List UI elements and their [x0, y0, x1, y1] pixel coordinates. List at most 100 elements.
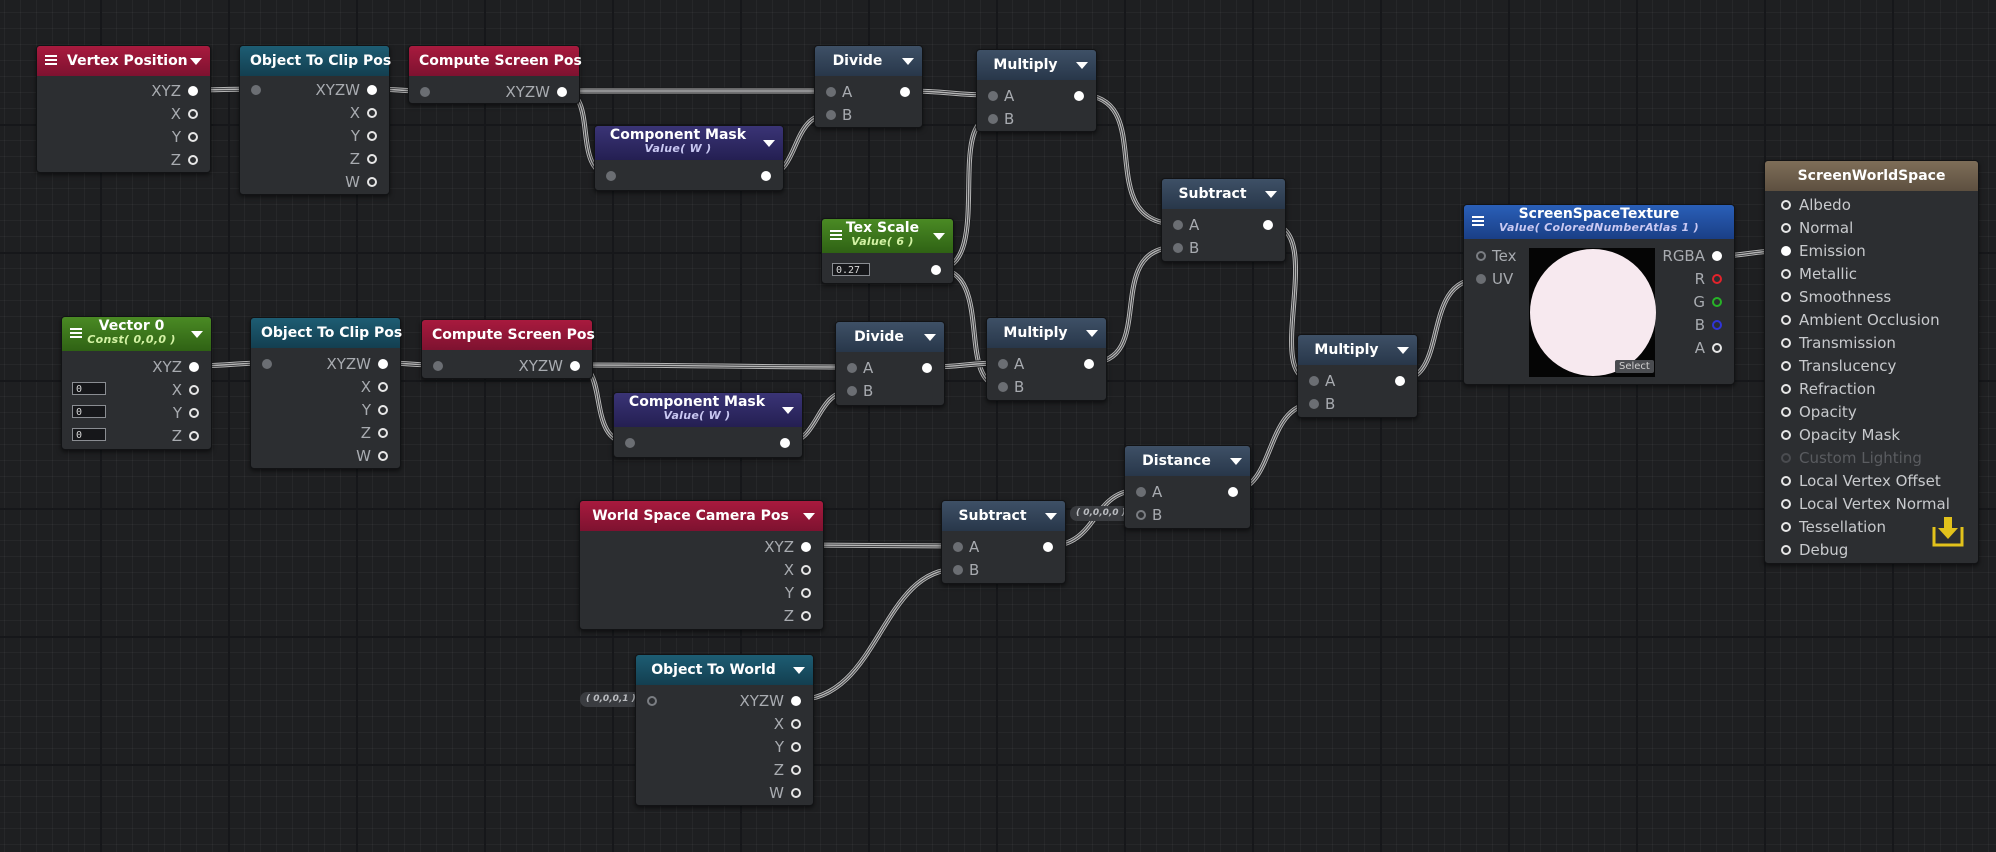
input-port[interactable]: [1309, 399, 1319, 409]
input-port[interactable]: [1781, 200, 1791, 210]
menu-icon[interactable]: [45, 55, 57, 65]
input-port[interactable]: [1781, 545, 1791, 555]
input-port[interactable]: [1781, 269, 1791, 279]
output-port[interactable]: [801, 542, 811, 552]
dropdown-arrow-icon[interactable]: [1045, 513, 1057, 520]
output-port[interactable]: [1074, 91, 1084, 101]
node-multiply[interactable]: Multiply A B: [986, 317, 1107, 401]
input-port[interactable]: [953, 542, 963, 552]
output-port[interactable]: [189, 408, 199, 418]
node-component-mask[interactable]: Component Mask Value( W ): [594, 125, 784, 191]
output-port[interactable]: [367, 177, 377, 187]
input-port[interactable]: [1173, 243, 1183, 253]
menu-icon[interactable]: [70, 328, 82, 338]
output-port[interactable]: [367, 154, 377, 164]
input-port[interactable]: [262, 359, 272, 369]
node-header[interactable]: Multiply: [987, 318, 1106, 348]
output-port[interactable]: [931, 265, 941, 275]
dropdown-arrow-icon[interactable]: [190, 58, 202, 65]
input-port[interactable]: [1476, 274, 1486, 284]
output-port[interactable]: [801, 611, 811, 621]
node-screen-space-texture[interactable]: ScreenSpaceTexture Value( ColoredNumberA…: [1463, 204, 1735, 385]
input-port[interactable]: [251, 85, 261, 95]
node-header[interactable]: Multiply: [977, 50, 1096, 80]
output-port[interactable]: [378, 428, 388, 438]
dropdown-arrow-icon[interactable]: [924, 334, 936, 341]
node-header[interactable]: Object To World: [636, 655, 813, 685]
input-port[interactable]: [1781, 338, 1791, 348]
output-port[interactable]: [188, 155, 198, 165]
output-port[interactable]: [188, 86, 198, 96]
node-header[interactable]: Multiply: [1298, 335, 1417, 365]
default-value-pill[interactable]: ( 0,0,0,0 ): [1070, 506, 1132, 521]
node-tex-scale[interactable]: Tex Scale Value( 6 ) 0.27: [821, 218, 954, 284]
node-header[interactable]: Compute Screen Pos: [422, 320, 595, 350]
dropdown-arrow-icon[interactable]: [1086, 330, 1098, 337]
output-port[interactable]: [367, 108, 377, 118]
input-port[interactable]: [826, 87, 836, 97]
input-port[interactable]: [1781, 522, 1791, 532]
node-header[interactable]: Subtract: [1162, 179, 1285, 209]
input-port[interactable]: [826, 110, 836, 120]
input-port[interactable]: [647, 696, 657, 706]
dropdown-arrow-icon[interactable]: [1230, 458, 1242, 465]
input-port[interactable]: [1781, 407, 1791, 417]
output-port[interactable]: [188, 132, 198, 142]
output-port[interactable]: [900, 87, 910, 97]
input-port[interactable]: [847, 386, 857, 396]
select-texture-button[interactable]: Select: [1615, 360, 1654, 373]
output-port[interactable]: [1263, 220, 1273, 230]
input-port[interactable]: [953, 565, 963, 575]
output-port-green[interactable]: [1712, 297, 1722, 307]
output-port[interactable]: [801, 588, 811, 598]
output-port[interactable]: [761, 171, 771, 181]
input-port[interactable]: [998, 359, 1008, 369]
node-object-to-world[interactable]: Object To World XYZW X Y Z W: [635, 654, 814, 806]
output-port[interactable]: [1043, 542, 1053, 552]
input-port[interactable]: [998, 382, 1008, 392]
output-port-red[interactable]: [1712, 274, 1722, 284]
node-object-to-clip-pos[interactable]: Object To Clip Pos XYZW X Y Z W: [250, 317, 402, 469]
download-icon[interactable]: [1930, 515, 1966, 549]
output-port[interactable]: [189, 431, 199, 441]
input-port[interactable]: [1136, 487, 1146, 497]
dropdown-arrow-icon[interactable]: [803, 513, 815, 520]
default-value-pill[interactable]: ( 0,0,0,1 ): [580, 692, 642, 707]
node-header[interactable]: Component Mask Value( W ): [614, 393, 802, 427]
output-port[interactable]: [791, 719, 801, 729]
input-port[interactable]: [433, 361, 443, 371]
output-port[interactable]: [780, 438, 790, 448]
dropdown-arrow-icon[interactable]: [782, 407, 794, 414]
output-port-blue[interactable]: [1712, 320, 1722, 330]
node-header[interactable]: Vertex Position: [37, 46, 210, 76]
input-port[interactable]: [1476, 251, 1486, 261]
input-port[interactable]: [1781, 476, 1791, 486]
dropdown-arrow-icon[interactable]: [933, 233, 945, 240]
input-port[interactable]: [1781, 292, 1791, 302]
output-port[interactable]: [922, 363, 932, 373]
output-port[interactable]: [378, 359, 388, 369]
input-port[interactable]: [1781, 246, 1791, 256]
input-port[interactable]: [1781, 315, 1791, 325]
input-port[interactable]: [988, 114, 998, 124]
dropdown-arrow-icon[interactable]: [902, 58, 914, 65]
node-header[interactable]: Compute Screen Pos: [409, 46, 582, 76]
input-port[interactable]: [988, 91, 998, 101]
output-port[interactable]: [378, 382, 388, 392]
input-port[interactable]: [1781, 361, 1791, 371]
output-port[interactable]: [791, 788, 801, 798]
input-port[interactable]: [1781, 499, 1791, 509]
node-vector0[interactable]: Vector 0 Const( 0,0,0 ) XYZ 0 X 0 Y 0 Z: [61, 316, 212, 450]
dropdown-arrow-icon[interactable]: [191, 331, 203, 338]
node-header[interactable]: ScreenSpaceTexture Value( ColoredNumberA…: [1464, 205, 1734, 239]
node-header[interactable]: Divide: [836, 322, 944, 352]
value-input-z[interactable]: 0: [72, 428, 106, 441]
node-component-mask[interactable]: Component Mask Value( W ): [613, 392, 803, 458]
input-port[interactable]: [1173, 220, 1183, 230]
dropdown-arrow-icon[interactable]: [763, 140, 775, 147]
input-port[interactable]: [1781, 223, 1791, 233]
output-port[interactable]: [791, 696, 801, 706]
dropdown-arrow-icon[interactable]: [1265, 191, 1277, 198]
input-port[interactable]: [1136, 510, 1146, 520]
dropdown-arrow-icon[interactable]: [1397, 347, 1409, 354]
